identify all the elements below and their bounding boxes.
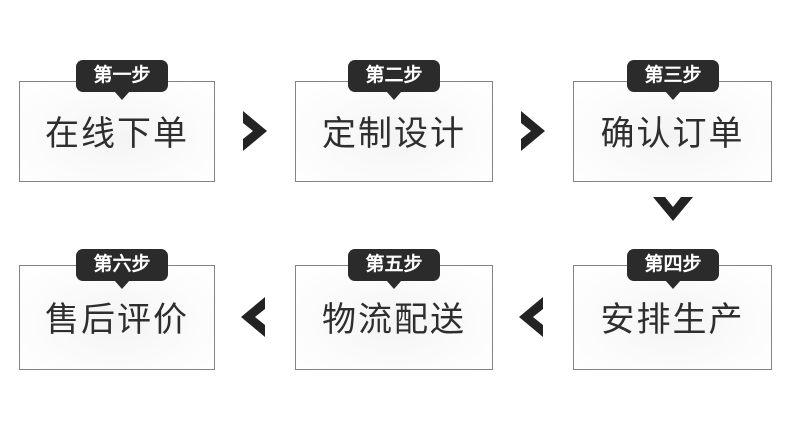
step-badge-3: 第三步 xyxy=(627,60,719,100)
step-label-4: 安排生产 xyxy=(600,300,745,339)
arrow-step3-to-step4-icon xyxy=(650,192,696,226)
step-badge-text-1: 第一步 xyxy=(93,64,151,86)
badge-tail-icon xyxy=(114,280,130,289)
arrow-step4-to-step5-icon xyxy=(514,294,548,340)
step-box-3[interactable]: 确认订单 xyxy=(573,81,772,182)
badge-tail-icon xyxy=(665,91,681,100)
step-badge-text-5: 第五步 xyxy=(365,253,423,275)
badge-tail-icon xyxy=(665,280,681,289)
step-badge-text-2: 第二步 xyxy=(365,64,423,86)
badge-tail-icon xyxy=(386,91,402,100)
step-badge-5: 第五步 xyxy=(348,249,440,289)
step-label-3: 确认订单 xyxy=(600,114,745,153)
step-badge-6: 第六步 xyxy=(76,249,168,289)
step-label-1: 在线下单 xyxy=(45,114,189,153)
step-badge-text-6: 第六步 xyxy=(93,253,151,275)
badge-tail-icon xyxy=(114,91,130,100)
step-badge-2: 第二步 xyxy=(348,60,440,100)
arrow-step5-to-step6-icon xyxy=(236,294,270,340)
badge-tail-icon xyxy=(386,280,402,289)
step-label-5: 物流配送 xyxy=(322,300,466,339)
step-label-6: 售后评价 xyxy=(45,300,189,339)
step-badge-4: 第四步 xyxy=(627,249,719,289)
step-badge-1: 第一步 xyxy=(76,60,168,100)
arrow-step1-to-step2-icon xyxy=(238,108,272,154)
step-badge-text-3: 第三步 xyxy=(644,64,702,86)
step-badge-text-4: 第四步 xyxy=(644,253,702,275)
arrow-step2-to-step3-icon xyxy=(516,108,550,154)
step-label-2: 定制设计 xyxy=(322,114,466,153)
